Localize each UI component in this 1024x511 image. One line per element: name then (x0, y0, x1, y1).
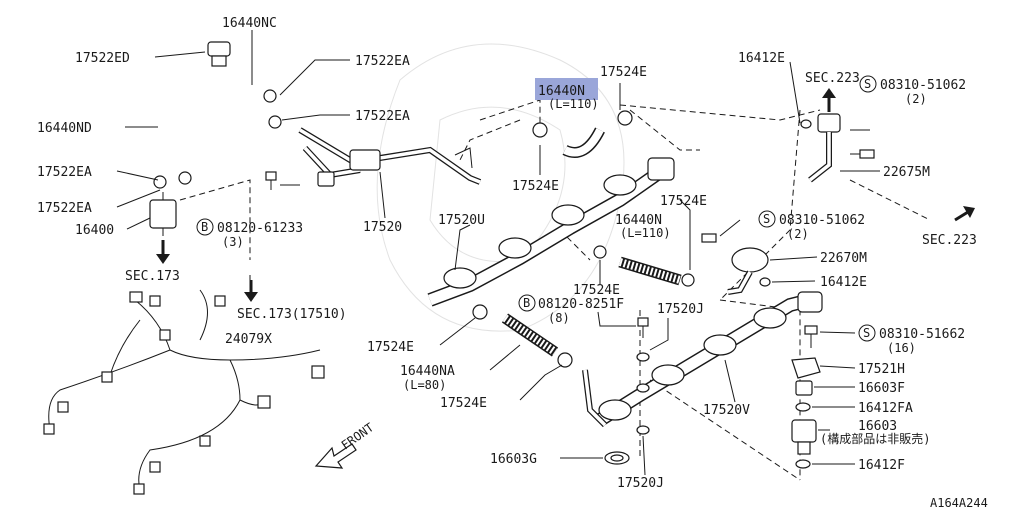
label-17524e-left[interactable]: 17524E (367, 340, 414, 355)
tube-17520j[interactable] (582, 352, 650, 435)
selected-part-highlight (535, 78, 598, 100)
label-16440n-second-length: (L=110) (620, 226, 671, 240)
label-front: FRONT (339, 420, 377, 452)
hose-16440nd[interactable] (157, 85, 271, 165)
label-16412e-mid[interactable]: 16412E (820, 275, 867, 290)
label-16412f[interactable]: 16412F (858, 458, 905, 473)
label-17524e-bottom[interactable]: 17524E (440, 396, 487, 411)
bracket-17521h[interactable] (791, 357, 821, 379)
label-16440na-length: (L=80) (403, 378, 446, 392)
label-16440nd[interactable]: 16440ND (37, 121, 92, 136)
s-mark: S (864, 77, 871, 91)
label-16440na[interactable]: 16440NA (400, 364, 455, 379)
screw-08310-51062-top[interactable] (850, 149, 875, 159)
clip-17522ed[interactable] (207, 41, 231, 67)
fuel-filter-16400[interactable] (149, 192, 177, 264)
label-17524e-center[interactable]: 17524E (573, 283, 620, 298)
label-08310-51662-qty: (16) (887, 341, 916, 355)
label-17524e-top[interactable]: 17524E (600, 65, 647, 80)
hose-16440na[interactable] (501, 313, 559, 357)
label-leaders (116, 30, 880, 476)
oring-16412fa[interactable] (795, 402, 811, 412)
label-08120-61233-qty: (3) (222, 235, 244, 249)
harness-24079x[interactable] (43, 289, 325, 495)
label-16603g[interactable]: 16603G (490, 452, 537, 467)
label-17522ed[interactable]: 17522ED (75, 51, 130, 66)
label-17520j-top[interactable]: 17520J (657, 302, 704, 317)
label-16440n-second[interactable]: 16440N (615, 213, 662, 228)
label-16412e-top[interactable]: 16412E (738, 51, 785, 66)
label-17524e-mid[interactable]: 17524E (512, 179, 559, 194)
label-17520j-bottom[interactable]: 17520J (617, 476, 664, 491)
label-17522ea-4[interactable]: 17522EA (37, 201, 92, 216)
label-22675m[interactable]: 22675M (883, 165, 930, 180)
oring-16412f[interactable] (795, 459, 811, 469)
label-08310-51662[interactable]: 08310-51662 (879, 327, 965, 342)
label-sec223-right[interactable]: SEC.223 (922, 233, 977, 248)
diagram-id: A164A244 (930, 496, 988, 510)
screw-08310-51062-mid[interactable] (701, 233, 717, 243)
label-08120-61233[interactable]: 08120-61233 (217, 221, 303, 236)
clips-17524e[interactable] (472, 110, 695, 368)
label-16440n-length: (L=110) (548, 97, 599, 111)
label-17520v[interactable]: 17520V (703, 403, 750, 418)
seal-16603g[interactable] (604, 451, 630, 465)
label-17522ea-1[interactable]: 17522EA (355, 54, 410, 69)
fuel-rail-17520v[interactable] (596, 291, 823, 426)
label-08310-51062-mid[interactable]: 08310-51062 (779, 213, 865, 228)
label-08120-8251f[interactable]: 08120-8251F (538, 297, 624, 312)
label-sec173-17510[interactable]: SEC.173(17510) (237, 307, 347, 322)
damper-22675m[interactable] (800, 113, 841, 183)
label-08310-51062-top-qty: (2) (905, 92, 927, 106)
injector-16603[interactable] (791, 419, 817, 455)
screw-08310-51662[interactable] (804, 325, 818, 348)
label-08310-51062-top[interactable]: 08310-51062 (880, 78, 966, 93)
b-mark: B (201, 220, 208, 234)
fuel-rail-17520u[interactable] (427, 157, 675, 307)
bolt-marks: B B S S S (196, 75, 877, 342)
label-16440nc[interactable]: 16440NC (222, 16, 277, 31)
hose-16440n-main[interactable] (562, 127, 605, 158)
label-sec173-a[interactable]: SEC.173 (125, 269, 180, 284)
label-24079x[interactable]: 24079X (225, 332, 272, 347)
dashed-leaders (179, 99, 931, 481)
label-22670m[interactable]: 22670M (820, 251, 867, 266)
label-17520[interactable]: 17520 (363, 220, 402, 235)
label-16412fa[interactable]: 16412FA (858, 401, 913, 416)
b-mark: B (523, 296, 530, 310)
hose-16440n-second[interactable] (618, 256, 682, 286)
s-mark: S (763, 212, 770, 226)
label-sec223-top[interactable]: SEC.223 (805, 71, 860, 86)
label-08310-51062-mid-qty: (2) (787, 227, 809, 241)
label-16400[interactable]: 16400 (75, 223, 114, 238)
label-17521h[interactable]: 17521H (858, 362, 905, 377)
front-arrow (314, 443, 357, 469)
bolt-08120-61233[interactable] (265, 171, 277, 190)
clip-17522ea-pair[interactable] (153, 89, 282, 189)
label-17522ea-3[interactable]: 17522EA (37, 165, 92, 180)
s-mark: S (863, 326, 870, 340)
label-08120-8251f-qty: (8) (548, 311, 570, 325)
label-16440n-selected[interactable]: 16440N (538, 84, 585, 99)
bolt-08120-8251f[interactable] (637, 317, 649, 338)
arrow-sec223-top (822, 88, 836, 112)
label-17524e-right[interactable]: 17524E (660, 194, 707, 209)
label-16603[interactable]: 16603 (858, 419, 897, 434)
spacer-16603f[interactable] (795, 380, 813, 396)
arrow-sec173-b (244, 280, 258, 302)
fuel-tube-17520[interactable] (298, 127, 482, 187)
watermark (376, 43, 625, 332)
label-16603f[interactable]: 16603F (858, 381, 905, 396)
label-16603-note: (構成部品は非販売) (820, 431, 930, 446)
label-17522ea-2[interactable]: 17522EA (355, 109, 410, 124)
regulator-22670m[interactable] (727, 247, 771, 295)
arrow-sec223-right (954, 206, 975, 222)
label-17520u[interactable]: 17520U (438, 213, 485, 228)
